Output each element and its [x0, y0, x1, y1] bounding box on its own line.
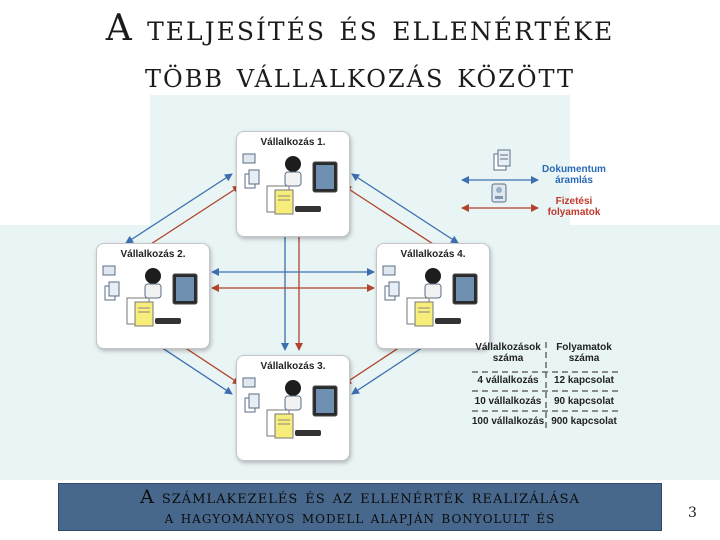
legend-payment-line2: folyamatok [547, 207, 601, 218]
header-line2: száma [568, 353, 600, 364]
node-label: Vállalkozás 1. [260, 137, 326, 148]
header-line2: száma [492, 353, 524, 364]
office-workstation-icon [102, 265, 198, 327]
table-cell: 100 vállalkozás [471, 416, 545, 427]
node-label: Vállalkozás 4. [400, 249, 466, 260]
legend-document-line2: áramlás [555, 175, 593, 186]
header-line1: Folyamatok [556, 342, 612, 353]
page-number: 3 [688, 505, 697, 521]
legend-document-line1: Dokumentum [542, 164, 606, 175]
office-workstation-icon [382, 265, 478, 327]
header-line1: Vállalkozások [475, 342, 541, 353]
table-cell: 12 kapcsolat [553, 375, 615, 386]
node-label: Vállalkozás 3. [260, 361, 326, 372]
slide-title-line1: A teljesítés és ellenértéke [105, 8, 615, 49]
legend-document-label: Dokumentum áramlás [536, 164, 612, 186]
node-vallalkozas-2: Vállalkozás 2. [96, 243, 210, 349]
legend-payment-line1: Fizetési [555, 196, 593, 207]
table-cell: 900 kapcsolat [551, 416, 617, 427]
legend-payment-icon [491, 183, 507, 203]
legend-payment-label: Fizetési folyamatok [536, 196, 612, 218]
office-workstation-icon [242, 153, 338, 215]
office-workstation-icon [242, 377, 338, 439]
table-grid [472, 342, 620, 430]
table-header-cell: Vállalkozások száma [470, 342, 546, 364]
table-cell: 90 kapcsolat [553, 396, 615, 407]
caption-line2: a hagyományos modell alapján bonyolult é… [164, 508, 556, 528]
legend-document-icon [493, 149, 511, 171]
arrow-doc-1-2 [125, 173, 233, 244]
arrow-doc-1-4 [351, 173, 459, 244]
node-label: Vállalkozás 2. [120, 249, 186, 260]
slide-title-line2: több vállalkozás között [145, 56, 575, 96]
table-header-cell: Folyamatok száma [548, 342, 620, 364]
caption-box: A számlakezelés és az ellenérték realizá… [58, 483, 662, 531]
caption-line1: A számlakezelés és az ellenérték realizá… [140, 486, 580, 508]
node-vallalkozas-1: Vállalkozás 1. [236, 131, 350, 237]
table-cell: 4 vállalkozás [477, 375, 539, 386]
table-cell: 10 vállalkozás [474, 396, 542, 407]
node-vallalkozas-4: Vállalkozás 4. [376, 243, 490, 349]
node-vallalkozas-3: Vállalkozás 3. [236, 355, 350, 461]
